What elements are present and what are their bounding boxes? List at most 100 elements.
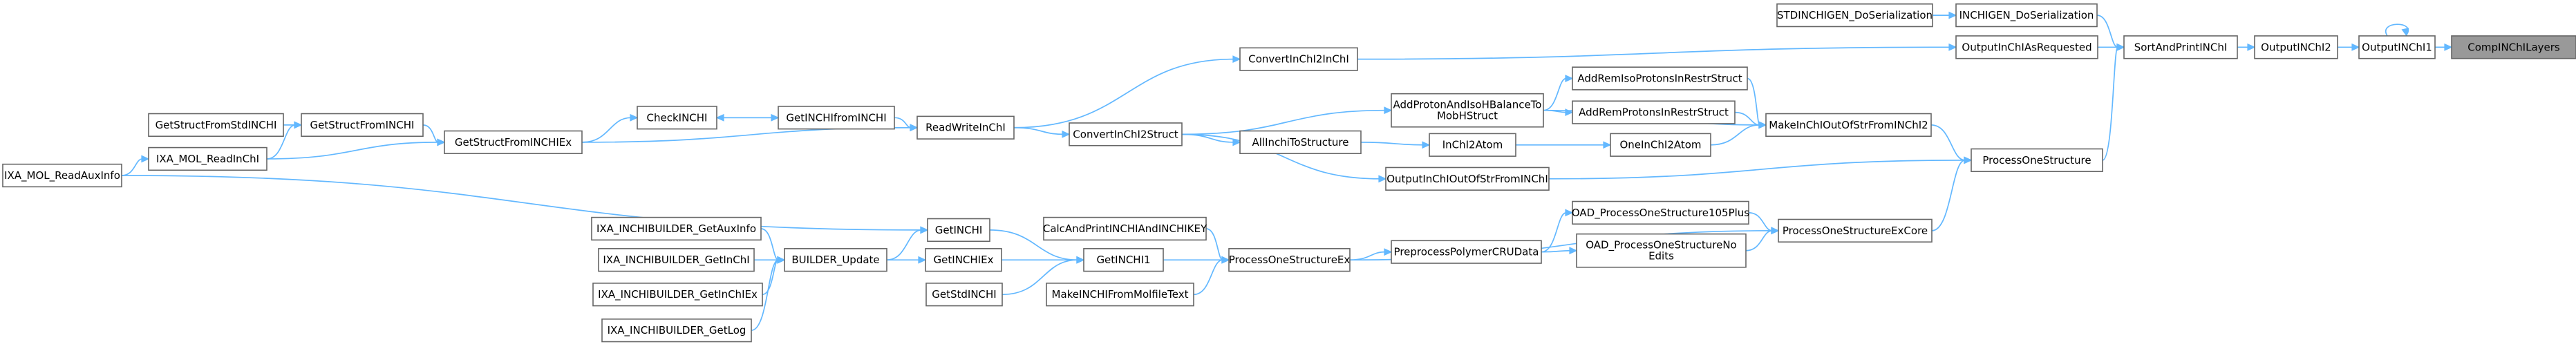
edge-line <box>1541 212 1567 253</box>
node-ixa-mol-read-aux-info[interactable]: IXA_MOL_ReadAuxInfo <box>2 163 122 188</box>
node-calc-and-print-inchiand-inchikey[interactable]: CalcAndPrintINCHIAndINCHIKEY <box>1043 216 1207 241</box>
node-box <box>925 283 1003 307</box>
node-builder-update[interactable]: BUILDER_Update <box>784 248 887 272</box>
node-process-one-structure-ex[interactable]: ProcessOneStructureEx <box>1228 248 1351 272</box>
arrowhead <box>920 226 929 234</box>
node-label: IXA_INCHIBUILDER_GetLog <box>608 324 746 337</box>
node-label: ProcessOneStructureEx <box>1229 254 1351 266</box>
node-box <box>1572 200 1749 225</box>
node-box <box>637 106 717 130</box>
node-box <box>2358 35 2436 59</box>
node-box <box>2 163 122 188</box>
node-output-in-ch-ias-requested[interactable]: OutputInChIAsRequested <box>1955 35 2098 59</box>
edge-output-in-ch-iout-of-str-from-inch-i-to-process-one-structure <box>1548 156 1973 180</box>
node-ixa-inchibuilder-get-log[interactable]: IXA_INCHIBUILDER_GetLog <box>601 319 752 343</box>
node-label: IXA_MOL_ReadInChI <box>156 153 259 166</box>
node-process-one-structure-ex-core[interactable]: ProcessOneStructureExCore <box>1778 218 1933 243</box>
node-get-inchiex[interactable]: GetINCHIEx <box>925 248 1002 272</box>
node-box <box>1955 35 2098 59</box>
node-label: GetStructFromINCHI <box>310 119 415 131</box>
edge-line <box>751 259 779 332</box>
node-make-in-ch-iout-of-str-from-inch-i2[interactable]: MakeInChIOutOfStrFromINChI2 <box>1765 113 1932 137</box>
node-box <box>301 113 424 137</box>
edge-get-struct-from-inchiex-to-check-inchi <box>581 113 639 143</box>
edge-line <box>1013 58 1234 129</box>
node-ixa-inchibuilder-get-in-ch-iex[interactable]: IXA_INCHIBUILDER_GetInChIEx <box>592 283 763 307</box>
arrowhead <box>777 256 786 264</box>
arrowhead <box>630 113 639 122</box>
node-label: PreprocessPolymerCRUData <box>1394 246 1539 258</box>
node-ixa-inchibuilder-get-aux-info[interactable]: IXA_INCHIBUILDER_GetAuxInfo <box>591 216 762 241</box>
node-get-std-inchi[interactable]: GetStdINCHI <box>925 283 1003 307</box>
arrowhead <box>2401 28 2409 37</box>
node-output-in-ch-iout-of-str-from-inch-i[interactable]: OutputInChIOutOfStrFromINChI <box>1385 167 1550 191</box>
node-label: GetStdINCHI <box>932 288 996 301</box>
edge-process-one-structure-ex-to-preprocess-polymer-crudata <box>1349 248 1393 261</box>
edge-preprocess-polymer-crudata-to-oad-process-one-structure105-plus <box>1541 209 1574 253</box>
node-get-struct-from-inchiex[interactable]: GetStructFromINCHIEx <box>444 130 583 155</box>
node-box <box>1069 122 1183 146</box>
node-box <box>601 319 752 343</box>
edge-get-inchi1-to-process-one-structure-ex <box>1163 256 1230 264</box>
node-in-ch-i2-atom[interactable]: InChI2Atom <box>1429 133 1516 157</box>
node-get-inchi[interactable]: GetINCHI <box>927 218 990 243</box>
node-label: AllInchiToStructure <box>1252 136 1348 149</box>
arrowhead <box>1603 141 1612 149</box>
node-stdinchigen-do-serialization[interactable]: STDINCHIGEN_DoSerialization <box>1776 3 1933 28</box>
node-label: ProcessOneStructureExCore <box>1783 225 1928 237</box>
node-label: GetINCHIfromINCHI <box>786 111 886 124</box>
edge-all-inchi-to-structure-to-in-ch-i2-atom <box>1360 141 1431 149</box>
edge-line <box>1205 228 1223 261</box>
edge-read-write-in-ch-i-to-convert-in-ch-i2-struct <box>1013 126 1071 138</box>
node-get-inchifrom-inchi[interactable]: GetINCHIfromINCHI <box>778 106 895 130</box>
node-oad-process-one-structure105-plus[interactable]: OAD_ProcessOneStructure105Plus <box>1572 200 1749 225</box>
node-label: GetStructFromStdINCHI <box>156 119 277 131</box>
edge-line <box>581 126 912 143</box>
node-label: OutputInChIAsRequested <box>1962 41 2091 53</box>
arrowhead <box>715 113 724 122</box>
node-ixa-mol-read-in-ch-i[interactable]: IXA_MOL_ReadInChI <box>148 146 267 171</box>
arrowhead <box>910 124 919 132</box>
node-add-rem-protons-in-restr-struct[interactable]: AddRemProtonsInRestrStruct <box>1572 100 1736 124</box>
node-box <box>1043 216 1207 241</box>
node-get-inchi1[interactable]: GetINCHI1 <box>1083 248 1164 272</box>
node-box <box>784 248 887 272</box>
edge-get-std-inchi-to-get-inchi1 <box>1002 256 1085 296</box>
node-label: OneInChI2Atom <box>1619 139 1701 151</box>
node-box <box>148 113 284 137</box>
node-get-struct-from-std-inchi[interactable]: GetStructFromStdINCHI <box>148 113 284 137</box>
node-convert-in-ch-i2-in-ch-i[interactable]: ConvertInChI2InChI <box>1239 47 1358 71</box>
node-get-struct-from-inchi[interactable]: GetStructFromINCHI <box>301 113 424 137</box>
edge-line <box>422 124 439 143</box>
edge-line <box>121 175 922 231</box>
edge-line <box>1930 124 1966 161</box>
node-output-inch-i1[interactable]: OutputINChI1 <box>2358 35 2436 59</box>
edge-convert-in-ch-i2-in-ch-i-to-output-in-ch-ias-requested <box>1357 43 1957 60</box>
node-make-inchifrom-molfile-text[interactable]: MakeINCHIFromMolfileText <box>1046 283 1194 307</box>
node-all-inchi-to-structure[interactable]: AllInchiToStructure <box>1239 130 1362 155</box>
node-ixa-inchibuilder-get-in-ch-i[interactable]: IXA_INCHIBUILDER_GetInChI <box>598 248 755 272</box>
edge-line <box>266 142 439 160</box>
node-box <box>1391 240 1542 264</box>
node-check-inchi[interactable]: CheckINCHI <box>637 106 717 130</box>
node-label: ReadWriteInChI <box>925 122 1006 134</box>
node-output-inch-i2[interactable]: OutputINChI2 <box>2254 35 2338 59</box>
node-read-write-in-ch-i[interactable]: ReadWriteInChI <box>916 115 1015 140</box>
edge-line <box>1543 77 1567 111</box>
edge-add-proton-and-iso-hbalance-to-mob-hstruct-to-add-rem-iso-protons-in-restr-struct <box>1543 75 1574 111</box>
node-process-one-structure[interactable]: ProcessOneStructure <box>1971 148 2103 173</box>
node-label: AddRemIsoProtonsInRestrStruct <box>1577 73 1742 85</box>
node-convert-in-ch-i2-struct[interactable]: ConvertInChI2Struct <box>1069 122 1183 146</box>
edge-sort-and-print-inch-i-to-output-inch-i2 <box>2237 43 2256 51</box>
edge-add-proton-and-iso-hbalance-to-mob-hstruct-to-add-rem-protons-in-restr-struct <box>1543 108 1574 117</box>
node-one-in-ch-i2-atom[interactable]: OneInChI2Atom <box>1610 133 1711 157</box>
node-sort-and-print-inch-i[interactable]: SortAndPrintINChI <box>2123 35 2238 59</box>
node-preprocess-polymer-crudata[interactable]: PreprocessPolymerCRUData <box>1391 240 1542 264</box>
node-label: AddProtonAndIsoHBalanceTo <box>1393 99 1541 111</box>
node-inchigen-do-serialization[interactable]: INCHIGEN_DoSerialization <box>1955 3 2098 28</box>
node-label: CheckINCHI <box>647 111 708 124</box>
node-add-rem-iso-protons-in-restr-struct[interactable]: AddRemIsoProtonsInRestrStruct <box>1572 66 1748 91</box>
edge-ixa-inchibuilder-get-in-ch-iex-to-builder-update <box>762 256 786 296</box>
